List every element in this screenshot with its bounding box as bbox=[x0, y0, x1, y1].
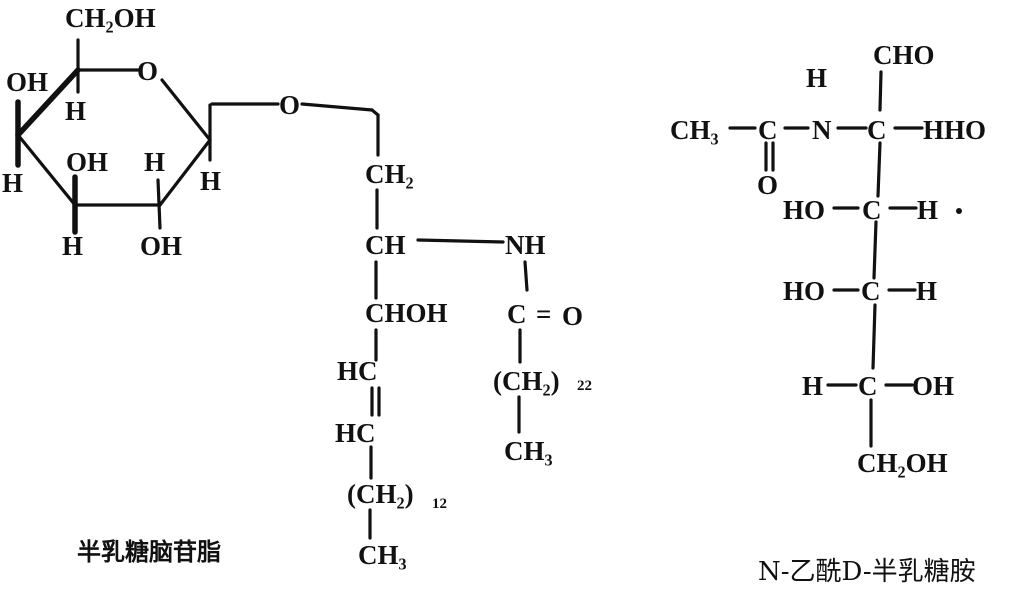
c2-right-label: HHO bbox=[923, 115, 986, 145]
sphingosine-backbone: CH₂ CH CHOH HC HC (CH₂) 12 CH₃ bbox=[335, 159, 505, 570]
sphingosine-hc2-label: HC bbox=[335, 418, 376, 448]
amide-n-label: N bbox=[812, 115, 832, 145]
sphingosine-ch-label: CH bbox=[365, 230, 406, 260]
amide-nh-label: NH bbox=[505, 230, 546, 260]
galactose-ring-bonds bbox=[15, 38, 380, 235]
c6-ch2oh-label: CH₂OH bbox=[857, 448, 948, 478]
ring-oxygen-label: O bbox=[137, 56, 158, 86]
c6-ch2oh-label: CH₂OH bbox=[65, 3, 156, 33]
fatty-chain-count: 22 bbox=[577, 378, 592, 394]
c5-left-label: H bbox=[802, 371, 823, 401]
c5-h-label: H bbox=[65, 96, 86, 126]
acetyl-methyl-label: CH₃ bbox=[670, 115, 719, 145]
c4-left-label: HO bbox=[783, 276, 825, 306]
carbonyl-c-label: C bbox=[507, 299, 527, 329]
c3-carbon-label: C bbox=[862, 195, 882, 225]
c4-oh-label: OH bbox=[6, 67, 48, 97]
carbonyl-eq-label: = bbox=[536, 299, 551, 329]
fatty-acid-amide: NH C = O (CH₂) 22 CH₃ bbox=[493, 230, 592, 466]
sphingosine-hc1-label: HC bbox=[337, 356, 378, 386]
c2-carbon-label: C bbox=[867, 115, 887, 145]
sphingosine-chain-label: (CH₂) bbox=[347, 479, 414, 509]
c4-h-label: H bbox=[2, 168, 23, 198]
n-acetyl-galactosamine-caption: N-乙酰D-半乳糖胺 bbox=[758, 557, 976, 587]
glycosidic-oxygen-label: O bbox=[279, 90, 300, 120]
c3-h-label: H bbox=[62, 231, 83, 261]
amide-h-label: H bbox=[806, 63, 827, 93]
sphingosine-ch2-label: CH₂ bbox=[365, 159, 414, 189]
dot-mark bbox=[956, 208, 962, 214]
c1-cho-label: CHO bbox=[873, 40, 935, 70]
acetyl-carbon-label: C bbox=[758, 115, 778, 145]
sphingosine-chohh-label: CHOH bbox=[365, 298, 448, 328]
c2-h-label: H bbox=[144, 147, 165, 177]
acetyl-oxygen-label: O bbox=[757, 170, 778, 200]
c3-right-label: H bbox=[917, 195, 938, 225]
c5-right-label: OH bbox=[912, 371, 954, 401]
fatty-terminal-label: CH₃ bbox=[504, 436, 553, 466]
carbonyl-o-label: O bbox=[562, 301, 583, 331]
fatty-chain-label: (CH₂) bbox=[493, 366, 560, 396]
c2-oh-label: OH bbox=[140, 231, 182, 261]
galactocerebroside-caption: 半乳糖脑苷脂 bbox=[77, 538, 221, 566]
c3-left-label: HO bbox=[783, 195, 825, 225]
c3-oh-label: OH bbox=[66, 147, 108, 177]
galactocerebroside-structure: CH₂OH O OH H H OH H H H OH O CH₂ CH CHOH… bbox=[2, 3, 592, 570]
sphingosine-terminal-label: CH₃ bbox=[358, 540, 407, 570]
n-acetyl-galactosamine-structure: CH₃ C O H N CHO C HHO HO C H HO C H H C … bbox=[670, 40, 986, 587]
c1-h-label: H bbox=[200, 166, 221, 196]
c4-right-label: H bbox=[916, 276, 937, 306]
c5-carbon-label: C bbox=[858, 371, 878, 401]
sphingosine-chain-count: 12 bbox=[432, 496, 447, 512]
c4-carbon-label: C bbox=[861, 276, 881, 306]
